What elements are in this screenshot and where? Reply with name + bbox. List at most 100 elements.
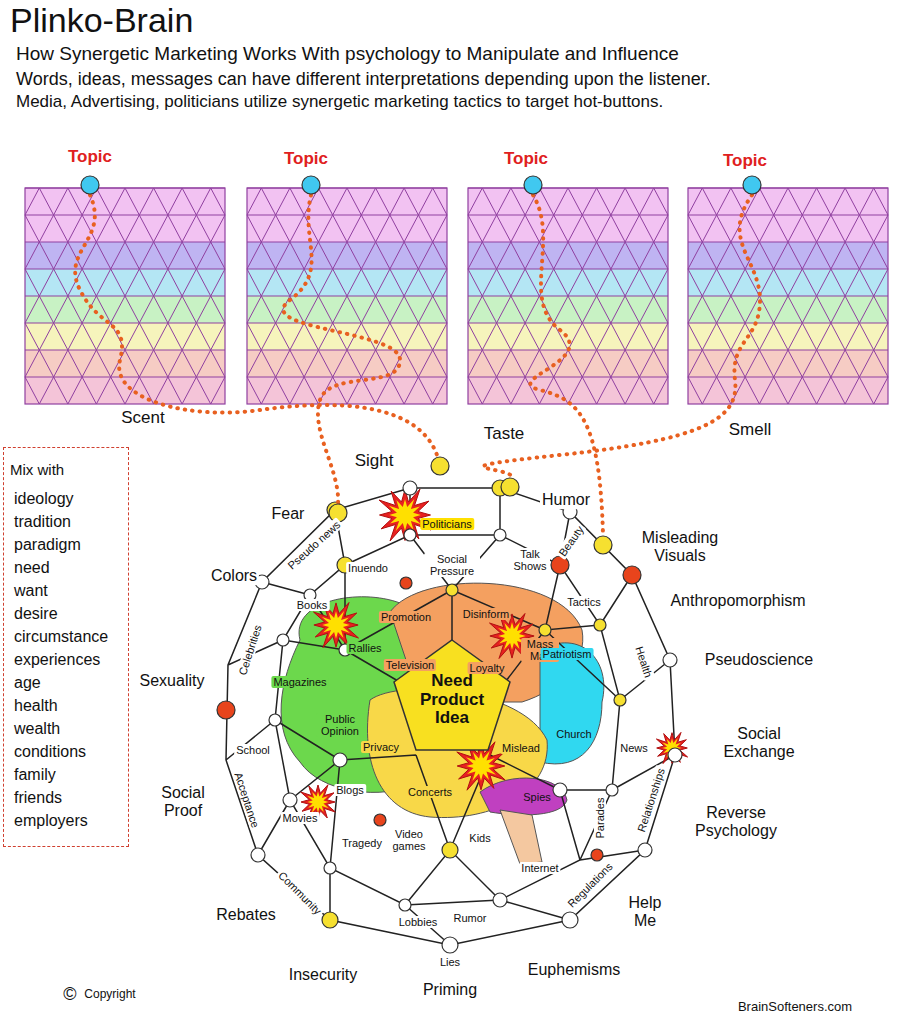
dot	[251, 848, 265, 862]
board-band	[247, 215, 447, 242]
board-band	[247, 269, 447, 296]
label-text: Tactics	[565, 596, 603, 608]
pentagon-node: Need Product Idea	[392, 638, 512, 752]
label-text: Rumor	[451, 912, 488, 924]
geodesic-frame	[226, 488, 675, 945]
junction-dots	[217, 480, 682, 953]
list-item: health	[10, 694, 124, 717]
board-band	[25, 296, 225, 323]
list-item: need	[10, 556, 124, 579]
label-text: BrainSofteners.com	[736, 1000, 854, 1014]
dotted-path	[75, 195, 438, 458]
topic-ball	[743, 176, 761, 194]
board-band	[25, 323, 225, 350]
topic-label: Topic	[282, 150, 330, 169]
board-band	[25, 350, 225, 377]
label-text: Acceptance	[232, 769, 263, 831]
label-text: Lobbies	[397, 916, 440, 928]
dot	[493, 893, 507, 907]
label-text: Priming	[421, 981, 479, 999]
label-text: Parades	[594, 796, 606, 841]
board-triangles	[688, 242, 888, 269]
board-row-line	[247, 215, 447, 216]
landing-ball	[594, 536, 612, 554]
label-text: Spies	[521, 791, 553, 803]
list-item: family	[10, 763, 124, 786]
board-row-line	[468, 242, 668, 243]
board-triangles	[247, 323, 447, 350]
board-triangles	[25, 323, 225, 350]
dot	[269, 714, 281, 726]
board-band	[247, 377, 447, 404]
label-text: Misleading Visuals	[636, 529, 724, 564]
dot	[562, 912, 578, 928]
board-row-line	[688, 296, 888, 297]
board-row-line	[25, 350, 225, 351]
board-row-line	[25, 269, 225, 270]
board-band	[25, 215, 225, 242]
board-triangles	[688, 188, 888, 215]
board-row-line	[688, 323, 888, 324]
list-item: conditions	[10, 740, 124, 763]
board-triangles	[468, 269, 668, 296]
board-band	[25, 269, 225, 296]
dotted-path	[530, 195, 603, 535]
label-text: Mislead	[500, 742, 542, 754]
label-text: Public Opinion	[316, 713, 364, 737]
board-band	[247, 188, 447, 215]
label-text: Concerts	[406, 786, 454, 798]
board-triangles	[468, 242, 668, 269]
label-text: Insecurity	[287, 966, 359, 984]
list-item: experiences	[10, 648, 124, 671]
board-triangles	[468, 296, 668, 323]
board-band	[688, 323, 888, 350]
list-item: tradition	[10, 510, 124, 533]
dot	[638, 843, 652, 857]
label-text: Pseudo news	[284, 517, 344, 573]
list-item: wealth	[10, 717, 124, 740]
board-triangles	[468, 323, 668, 350]
board-band	[688, 377, 888, 404]
board-triangles	[25, 188, 225, 215]
label-text: Scent	[119, 409, 166, 428]
board-triangles	[247, 269, 447, 296]
list-item: employers	[10, 809, 124, 832]
board-triangles	[688, 269, 888, 296]
board-outline	[688, 188, 888, 404]
board-row-line	[25, 296, 225, 297]
label-text: Blogs	[334, 784, 366, 796]
label-text: Reverse Psychology	[678, 804, 794, 839]
dot	[277, 634, 289, 646]
dot	[217, 701, 235, 719]
board-band	[468, 350, 668, 377]
board-triangles	[25, 242, 225, 269]
topic-label: Topic	[502, 150, 550, 169]
dot	[494, 529, 506, 541]
label-text: Taste	[482, 425, 527, 444]
dot	[594, 619, 606, 631]
board-band	[468, 269, 668, 296]
board-triangles	[468, 350, 668, 377]
dot	[404, 529, 416, 541]
board-row-line	[688, 350, 888, 351]
board-row-line	[688, 215, 888, 216]
label-text: Smell	[727, 421, 774, 440]
list-item: paradigm	[10, 533, 124, 556]
board-band	[468, 377, 668, 404]
explosion-stars	[301, 489, 688, 819]
dot	[668, 748, 682, 762]
board-row-line	[247, 269, 447, 270]
explosion-core	[389, 499, 421, 531]
board-row-line	[25, 215, 225, 216]
topic-label: Topic	[66, 148, 114, 167]
board-triangles	[25, 269, 225, 296]
label-text: Social Pressure	[424, 553, 480, 577]
board-triangles	[688, 296, 888, 323]
dotted-path	[283, 195, 400, 503]
dot	[539, 624, 551, 636]
board-row-line	[468, 377, 668, 378]
board-band	[688, 296, 888, 323]
board-triangles	[25, 215, 225, 242]
board-band	[247, 350, 447, 377]
board-row-line	[468, 215, 668, 216]
